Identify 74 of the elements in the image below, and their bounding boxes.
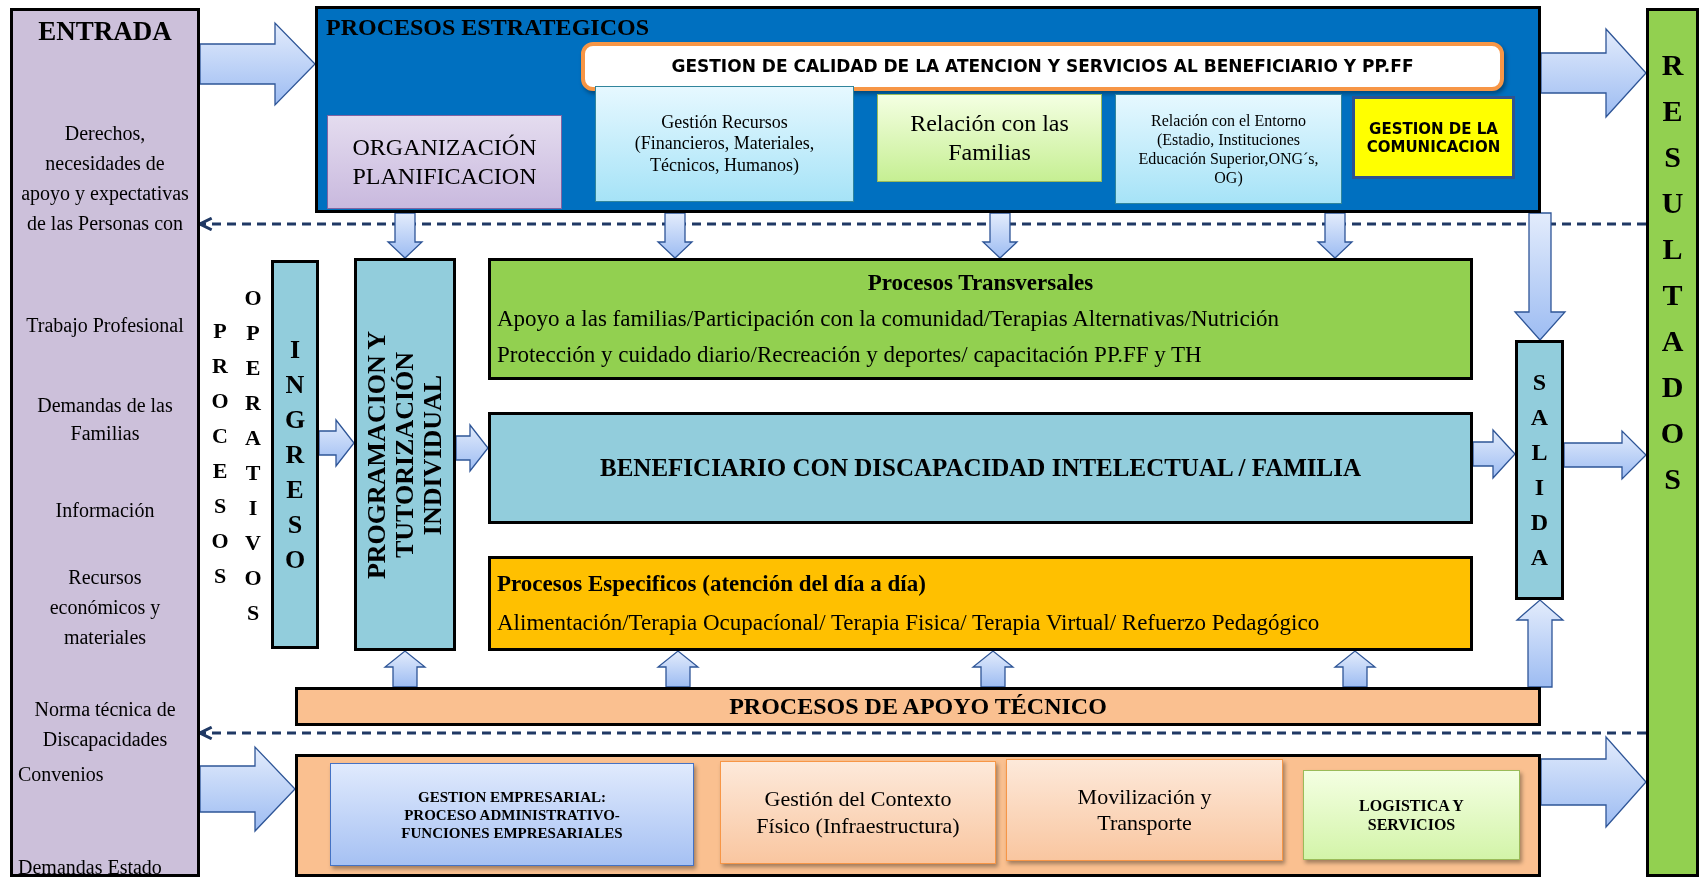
process-label: PROCESOS ESTRATEGICOS bbox=[326, 13, 649, 42]
vertical-bar bbox=[271, 260, 319, 649]
block-arrow bbox=[1515, 599, 1565, 688]
process-label: Trabajo Profesional bbox=[25, 313, 185, 339]
process-label: Gestión Recursos (Financieros, Materiales, Técnicos, Humanos) bbox=[633, 111, 816, 177]
process-box bbox=[877, 94, 1102, 182]
block-arrow bbox=[199, 21, 316, 107]
block-arrow bbox=[1563, 429, 1647, 481]
process-box bbox=[330, 763, 694, 866]
input-panel bbox=[10, 8, 200, 877]
process-label: Alimentación/Terapia Ocupacíonal/ Terapia Fisica/ Terapia Virtual/ Refuerzo Pedagógico bbox=[497, 609, 1321, 637]
process-label: LOGISTICA Y SERVICIOS bbox=[1358, 795, 1465, 835]
process-label: PROCESOS DE APOYO TÉCNICO bbox=[729, 692, 1107, 721]
process-box bbox=[1303, 770, 1520, 860]
process-label: Información bbox=[54, 498, 156, 523]
process-bar bbox=[295, 687, 1541, 726]
section-title: ENTRADA bbox=[37, 17, 173, 45]
process-area bbox=[315, 6, 1541, 213]
dashed-arrow bbox=[198, 725, 1646, 741]
process-label: Apoyo a las familias/Participación con la comunidad/Terapias Alternativas/Nutrición bbox=[497, 305, 1281, 333]
output-panel bbox=[1646, 8, 1699, 877]
process-label: Demandas Estado bbox=[18, 855, 162, 880]
empty-box bbox=[295, 754, 1541, 877]
process-label: ORGANIZACIÓN PLANIFICACION bbox=[351, 133, 538, 191]
process-label: GESTION DE LA COMUNICACION bbox=[1365, 119, 1502, 156]
process-label: Demandas de las Familias bbox=[36, 393, 174, 446]
block-arrow bbox=[971, 650, 1015, 688]
block-arrow bbox=[318, 418, 355, 468]
process-label: BENEFICIARIO CON DISCAPACIDAD INTELECTUAL / FAMILIA bbox=[600, 453, 1361, 483]
block-arrow bbox=[1333, 650, 1377, 688]
block-arrow bbox=[1540, 735, 1647, 829]
block-arrow bbox=[199, 745, 296, 833]
block-arrow bbox=[1316, 212, 1354, 259]
process-label: Relación con el Entorno (Estadio, Instituciones Educación Superior,ONG´s, OG) bbox=[1138, 110, 1319, 188]
process-box bbox=[488, 556, 1473, 651]
dashed-arrow bbox=[198, 216, 1646, 232]
vertical-label: PROCESOS bbox=[210, 317, 230, 590]
vertical-bar bbox=[354, 258, 456, 651]
block-arrow bbox=[1472, 428, 1516, 480]
process-box bbox=[488, 258, 1473, 380]
process-box bbox=[595, 86, 854, 202]
process-label: Movilización y Transporte bbox=[1076, 783, 1213, 837]
block-arrow bbox=[383, 650, 427, 688]
block-arrow bbox=[1540, 27, 1647, 119]
process-box bbox=[1006, 759, 1283, 861]
process-box bbox=[720, 761, 996, 864]
process-label: GESTION EMPRESARIAL: PROCESO ADMINISTRATIVO- FUNCIONES EMPRESARIALES bbox=[400, 787, 624, 842]
block-arrow bbox=[1513, 212, 1567, 341]
process-label: RESULTADOS bbox=[1659, 47, 1686, 497]
process-label: SALIDA bbox=[1529, 368, 1550, 572]
process-box bbox=[1115, 94, 1342, 204]
block-arrow bbox=[656, 212, 694, 259]
process-label: Convenios bbox=[18, 762, 104, 787]
section-title: Procesos Especificos (atención del día a día) bbox=[497, 570, 927, 598]
block-arrow bbox=[386, 212, 424, 259]
process-banner bbox=[581, 42, 1504, 91]
vertical-label: OPERATIVOS bbox=[243, 284, 263, 627]
process-label: GESTION DE CALIDAD DE LA ATENCION Y SERVICIOS AL BENEFICIARIO Y PP.FF bbox=[671, 56, 1414, 77]
process-box bbox=[488, 412, 1473, 524]
process-label: Relación con las Familias bbox=[909, 109, 1070, 167]
process-label: Derechos, necesidades de apoyo y expectativas de las Personas con bbox=[20, 121, 190, 236]
block-arrow bbox=[656, 650, 700, 688]
section-title: Procesos Transversales bbox=[866, 269, 1095, 297]
block-arrow bbox=[981, 212, 1019, 259]
process-label: Norma técnica de Discapacidades bbox=[33, 697, 177, 753]
vertical-bar bbox=[1515, 340, 1564, 600]
process-box bbox=[327, 115, 562, 209]
process-label: Gestión del Contexto Físico (Infraestructura) bbox=[755, 786, 961, 839]
process-label: Recursos económicos y materiales bbox=[48, 565, 162, 650]
process-label: Protección y cuidado diario/Recreación y deportes/ capacitación PP.FF y TH bbox=[497, 341, 1203, 369]
process-label: PROGRAMACION Y TUTORIZACIÓN INDIVIDUAL bbox=[363, 329, 447, 581]
process-box bbox=[1352, 96, 1515, 179]
process-label: INGRESO bbox=[283, 334, 307, 576]
block-arrow bbox=[455, 423, 489, 473]
